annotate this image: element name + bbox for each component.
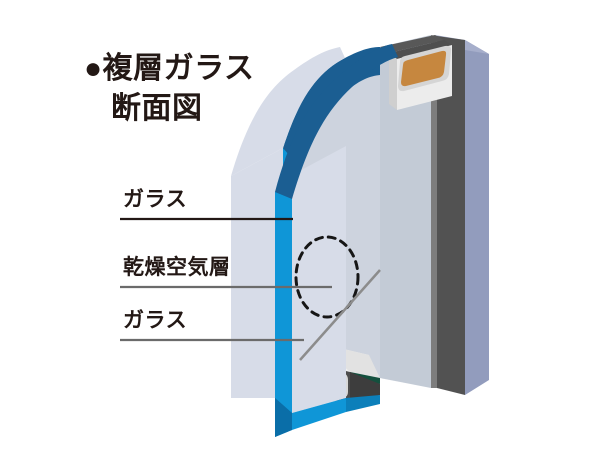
dry-air-layer-face xyxy=(231,148,283,398)
air-gap-highlight-ellipse xyxy=(294,235,360,319)
outer-glass-pane xyxy=(275,175,292,437)
inner-pane-right-edge xyxy=(437,36,465,395)
inner-pane-face xyxy=(380,35,431,388)
outer-pane-front-face xyxy=(292,146,346,413)
dry-air-layer-curved-top xyxy=(231,47,345,176)
page-title-line-1: ●複層ガラス xyxy=(84,52,255,85)
label-glass-inner: ガラス xyxy=(123,309,188,332)
outer-pane-base-dark-triangle xyxy=(275,398,292,437)
back-right-edge-face xyxy=(465,40,489,395)
page-title-line-2: 断面図 xyxy=(111,92,203,125)
inner-glass-pane xyxy=(380,35,465,395)
outer-pane-blue-edge-face xyxy=(275,175,292,437)
inner-pane-base-dark xyxy=(346,395,380,412)
label-glass-outer: ガラス xyxy=(123,188,188,211)
top-spacer-bar xyxy=(380,35,452,110)
base-shading-group xyxy=(275,395,380,437)
top-spacer-casing-side xyxy=(389,53,397,110)
top-spacer-body-back xyxy=(380,35,444,53)
inner-pane-edge-highlight xyxy=(431,35,437,388)
top-spacer-front-face xyxy=(389,40,452,59)
interior-perspective-line xyxy=(299,269,381,361)
outer-pane-curved-top-band xyxy=(275,44,398,199)
top-spacer-desiccant-fill xyxy=(401,50,447,87)
outer-pane-base-light xyxy=(292,398,346,430)
label-air-gap: 乾燥空気層 xyxy=(123,256,231,279)
